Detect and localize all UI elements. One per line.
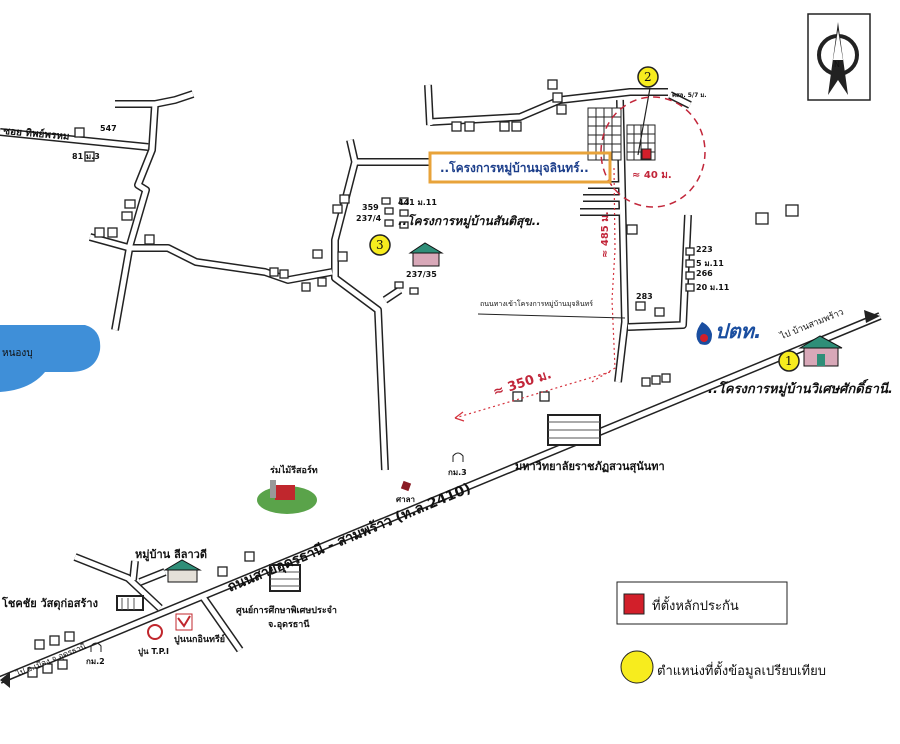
house-number: 359: [362, 203, 379, 212]
house-blocks: [27, 79, 799, 678]
comparable-marker-1: [778, 350, 800, 372]
house-icon: [798, 335, 843, 367]
lake-label: หนองบุ: [2, 348, 33, 359]
eagle-logo-icon: [175, 613, 193, 631]
house-number: 5 ม.11: [696, 259, 724, 268]
village-label: หมู่บ้าน ลีลาวดี: [135, 548, 207, 561]
collateral-marker: [641, 148, 652, 160]
radius-circle: [600, 96, 706, 208]
km3-label: กม.3: [448, 468, 467, 477]
marker-number: 1: [785, 354, 793, 368]
north-label: N: [834, 60, 840, 69]
house-number: 441 ม.11: [398, 198, 437, 207]
legend-box: [616, 581, 788, 625]
university-icon: [547, 414, 601, 446]
house-number: 266: [696, 269, 713, 278]
legend-collateral-swatch: [623, 593, 645, 615]
sala-label: ศาลา: [396, 495, 415, 504]
school-label-2: จ.อุดรธานี: [268, 620, 310, 630]
pointer-line: [637, 87, 651, 156]
house-number: 81 ม.3: [72, 152, 100, 161]
house-number: คสล. 5/7 ม.: [672, 92, 707, 99]
north-arrow-icon: [807, 13, 871, 101]
comparable-3-label: ..โครงการหมู่บ้านสันติสุข..: [398, 214, 541, 228]
project-highlight-label: ..โครงการหมู่บ้านมุจลินทร์..: [440, 161, 589, 175]
distance-350-line: [454, 371, 611, 419]
sala-icon: [400, 480, 412, 492]
legend-collateral-label: ที่ตั้งหลักประกัน: [652, 599, 739, 614]
access-road-pointer: [477, 313, 626, 319]
ptt-logo-icon: [696, 322, 712, 345]
cement-tpi-label: ปูน T.P.I: [138, 647, 170, 656]
house-number: 237/4: [356, 214, 382, 223]
marker-number: 3: [376, 238, 384, 252]
km2-label: กม.2: [86, 657, 105, 666]
project-highlight-box: [428, 151, 612, 184]
house-number: 20 ม.11: [696, 283, 730, 292]
tpi-logo-icon: [147, 624, 163, 640]
marker-number: 2: [644, 70, 652, 84]
university-label: มหาวิทยาลัยราชภัฏสวนสุนันทา: [515, 460, 665, 473]
arrow-east-icon: [864, 310, 880, 323]
comparable-marker-2: [637, 66, 659, 88]
shop-icon: [116, 595, 144, 611]
house-number: 283: [636, 292, 653, 301]
cement-eagle-label: ปูนนกอินทรีย์: [174, 635, 226, 645]
ptt-label: ปตท.: [715, 319, 762, 343]
lake: [0, 325, 101, 392]
house-number: 547: [100, 124, 117, 133]
comparable-marker-3: [369, 234, 391, 256]
km-post-icon: [90, 642, 102, 652]
house-number: 223: [696, 245, 713, 254]
resort-icon: [257, 480, 317, 514]
school-label-1: ศูนย์การศึกษาพิเศษประจำ: [236, 606, 337, 616]
arrow-west-icon: [0, 672, 10, 688]
house-icon: [163, 559, 202, 583]
roads: [0, 84, 882, 684]
access-road-label: ถนนทางเข้าโครงการหมู่บ้านมุจลินทร์: [480, 300, 593, 308]
distance-485: ≈ 485 ม.: [600, 211, 611, 258]
legend-comparable-swatch: [620, 650, 654, 684]
resort-label: ร่มไม้รีสอร์ท: [270, 466, 318, 476]
house-number: 237/35: [406, 270, 437, 279]
shop-label: โชคชัย วัสดุก่อสร้าง: [2, 597, 98, 610]
comparable-1-label: ..โครงการหมู่บ้านวิเศษศักดิ์ธานี.: [708, 382, 893, 397]
school-icon: [269, 564, 301, 592]
legend-comparable-label: ตำแหน่งที่ตั้งข้อมูลเปรียบเทียบ: [657, 664, 826, 679]
km-post-icon: [452, 452, 464, 462]
distance-40: ≈ 40 ม.: [632, 170, 672, 181]
house-icon: [408, 242, 444, 267]
